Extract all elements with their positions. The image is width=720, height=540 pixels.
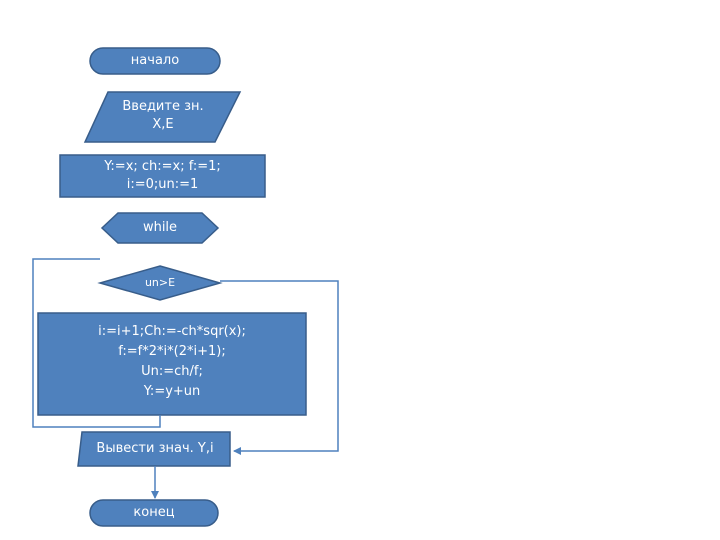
- output-label: Вывести знач. Y,i: [80, 440, 230, 458]
- start-text: начало: [130, 53, 180, 68]
- exit-connector: [220, 280, 339, 455]
- input-text-line2: X,E: [152, 117, 174, 132]
- output-text: Вывести знач. Y,i: [96, 441, 214, 456]
- loop-back-connector: [32, 258, 161, 428]
- init-text-line1: Y:=x; ch:=x; f:=1;: [104, 159, 221, 174]
- input-text-line1: Введите зн.: [122, 99, 204, 114]
- init-text-line2: i:=0;un:=1: [126, 177, 199, 192]
- condition-diamond: [97, 265, 223, 301]
- body-text-line3: Un:=ch/f;: [141, 364, 203, 379]
- end-label: конец: [90, 504, 218, 522]
- start-label: начало: [90, 52, 220, 70]
- condition-text: un>E: [144, 276, 176, 289]
- body-text-line4: Y:=y+un: [143, 384, 201, 399]
- loop-text: while: [142, 220, 178, 235]
- loop-label: while: [102, 219, 218, 237]
- output-parallelogram: [77, 431, 231, 467]
- init-process-box: [59, 154, 266, 198]
- start-terminator: [89, 47, 221, 75]
- body-text-line2: f:=f*2*i*(2*i+1);: [118, 344, 226, 359]
- init-label: Y:=x; ch:=x; f:=1; i:=0;un:=1: [60, 158, 265, 194]
- input-parallelogram: [83, 91, 242, 143]
- body-text-line1: i:=i+1;Ch:=-ch*sqr(x);: [98, 324, 246, 339]
- end-text: конец: [133, 505, 175, 520]
- loop-body-process-box: [37, 312, 307, 416]
- loop-hexagon: [100, 212, 220, 244]
- condition-label: un>E: [110, 274, 210, 292]
- body-label: i:=i+1;Ch:=-ch*sqr(x); f:=f*2*i*(2*i+1);…: [38, 322, 306, 402]
- end-terminator: [89, 499, 219, 527]
- input-label: Введите зн. X,E: [88, 98, 238, 134]
